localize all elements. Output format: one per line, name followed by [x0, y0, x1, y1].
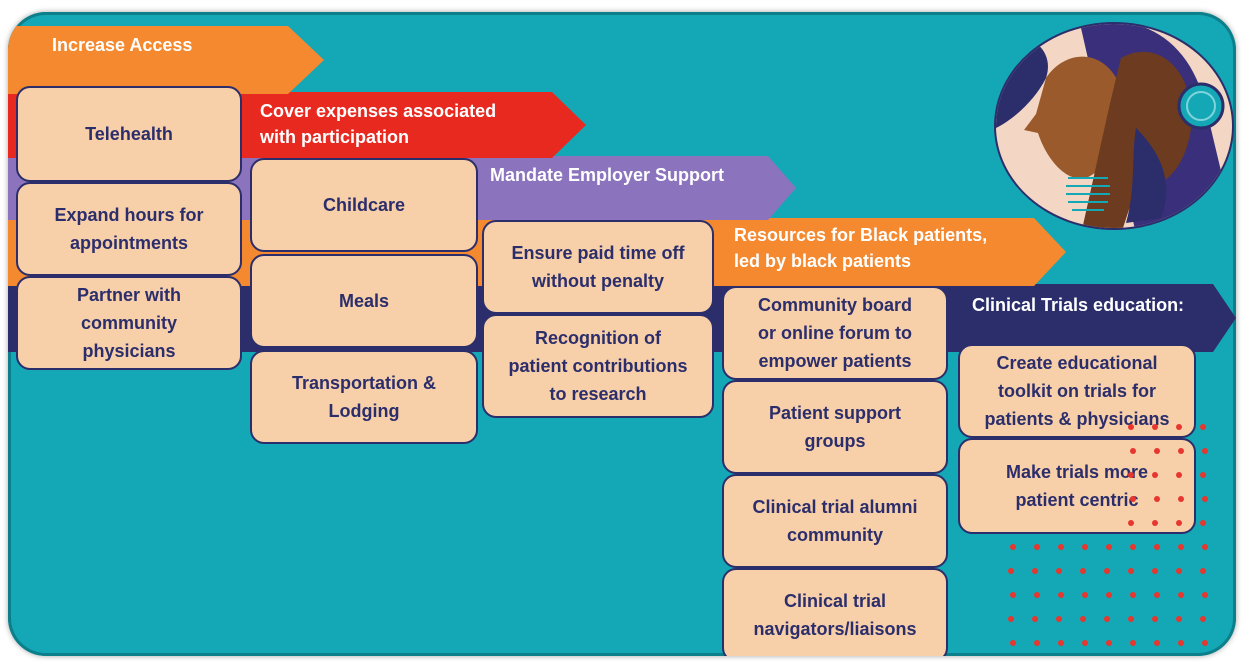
decorative-dot: [1130, 448, 1136, 454]
decorative-dot: [1034, 544, 1040, 550]
decorative-dot: [1154, 640, 1160, 646]
band-increase-access: Increase Access: [8, 26, 328, 94]
decorative-dot: [1154, 448, 1160, 454]
decorative-dot: [1178, 640, 1184, 646]
item-patient-support-groups: Patient support groups: [722, 380, 948, 474]
decorative-dot: [1082, 544, 1088, 550]
stage-label-mandate-employer: Mandate Employer Support: [490, 165, 725, 185]
item-paid-time-off: Ensure paid time off without penalty: [482, 220, 714, 314]
item-partner-physicians: Partner with community physicians: [16, 276, 242, 370]
decorative-dot: [1104, 616, 1110, 622]
decorative-dot: [1128, 424, 1134, 430]
item-trial-navigators: Clinical trial navigators/liaisons: [722, 568, 948, 656]
decorative-dot: [1178, 544, 1184, 550]
diagram-canvas: Clinical Trials education: Resources for…: [8, 12, 1236, 656]
stage-label-cover-expenses: Cover expenses associated with participa…: [260, 101, 497, 147]
decorative-dot: [1056, 616, 1062, 622]
item-childcare: Childcare: [250, 158, 478, 252]
decorative-dot: [1034, 640, 1040, 646]
decorative-dot: [1200, 616, 1206, 622]
decorative-dot: [1152, 424, 1158, 430]
decorative-dot: [1130, 640, 1136, 646]
decorative-dot: [1152, 568, 1158, 574]
decorative-dot: [1130, 544, 1136, 550]
decorative-dot: [1128, 520, 1134, 526]
decorative-dot: [1130, 592, 1136, 598]
stage-label-resources-black-patients: Resources for Black patients, led by bla…: [734, 225, 988, 271]
decorative-dot: [1202, 496, 1208, 502]
decorative-dot: [1106, 544, 1112, 550]
decorative-dot: [1106, 592, 1112, 598]
item-community-board: Community board or online forum to empow…: [722, 286, 948, 380]
decorative-dot: [1010, 640, 1016, 646]
decorative-dot: [1058, 544, 1064, 550]
decorative-dot: [1200, 568, 1206, 574]
decorative-dot: [1202, 640, 1208, 646]
item-meals: Meals: [250, 254, 478, 348]
decorative-dot: [1202, 544, 1208, 550]
decorative-dot: [1154, 544, 1160, 550]
decorative-dot: [1106, 640, 1112, 646]
decorative-dot: [1082, 640, 1088, 646]
decorative-dot: [1034, 592, 1040, 598]
decorative-dot: [1128, 616, 1134, 622]
decorative-dot: [1178, 496, 1184, 502]
decorative-dot: [1152, 520, 1158, 526]
decorative-dot: [1176, 568, 1182, 574]
decorative-dot: [1202, 592, 1208, 598]
decorative-dot: [1130, 496, 1136, 502]
decorative-dot: [1152, 472, 1158, 478]
decorative-dot: [1128, 472, 1134, 478]
decorative-dot: [1128, 568, 1134, 574]
item-recognition: Recognition of patient contributions to …: [482, 314, 714, 418]
decorative-dot: [1080, 616, 1086, 622]
two-faces-portrait-illustration: [986, 18, 1236, 234]
decorative-dot: [1176, 424, 1182, 430]
decorative-dot: [1056, 568, 1062, 574]
decorative-dot: [1058, 592, 1064, 598]
decorative-dot: [1176, 472, 1182, 478]
decorative-dot: [1032, 568, 1038, 574]
item-patient-centric: Make trials more patient centric: [958, 438, 1196, 534]
decorative-dot: [1104, 568, 1110, 574]
decorative-dot: [1200, 472, 1206, 478]
decorative-dot: [1008, 616, 1014, 622]
decorative-dot: [1082, 592, 1088, 598]
decorative-dot: [1178, 448, 1184, 454]
decorative-dot: [1154, 496, 1160, 502]
decorative-dot: [1202, 448, 1208, 454]
decorative-dot: [1008, 568, 1014, 574]
item-educational-toolkit: Create educational toolkit on trials for…: [958, 344, 1196, 438]
decorative-dot: [1154, 592, 1160, 598]
decorative-dot: [1032, 616, 1038, 622]
decorative-dot: [1152, 616, 1158, 622]
decorative-dot: [1010, 544, 1016, 550]
stage-label-increase-access: Increase Access: [52, 35, 193, 55]
decorative-dot: [1200, 424, 1206, 430]
item-telehealth: Telehealth: [16, 86, 242, 182]
decorative-dot: [1080, 568, 1086, 574]
decorative-dot: [1176, 520, 1182, 526]
stage-label-clinical-trials-education: Clinical Trials education:: [972, 295, 1185, 315]
decorative-dot: [1178, 592, 1184, 598]
decorative-dot: [1058, 640, 1064, 646]
item-transportation-lodging: Transportation & Lodging: [250, 350, 478, 444]
decorative-dot: [1176, 616, 1182, 622]
decorative-dot: [1010, 592, 1016, 598]
decorative-dot: [1200, 520, 1206, 526]
item-trial-alumni: Clinical trial alumni community: [722, 474, 948, 568]
item-expand-hours: Expand hours for appointments: [16, 182, 242, 276]
